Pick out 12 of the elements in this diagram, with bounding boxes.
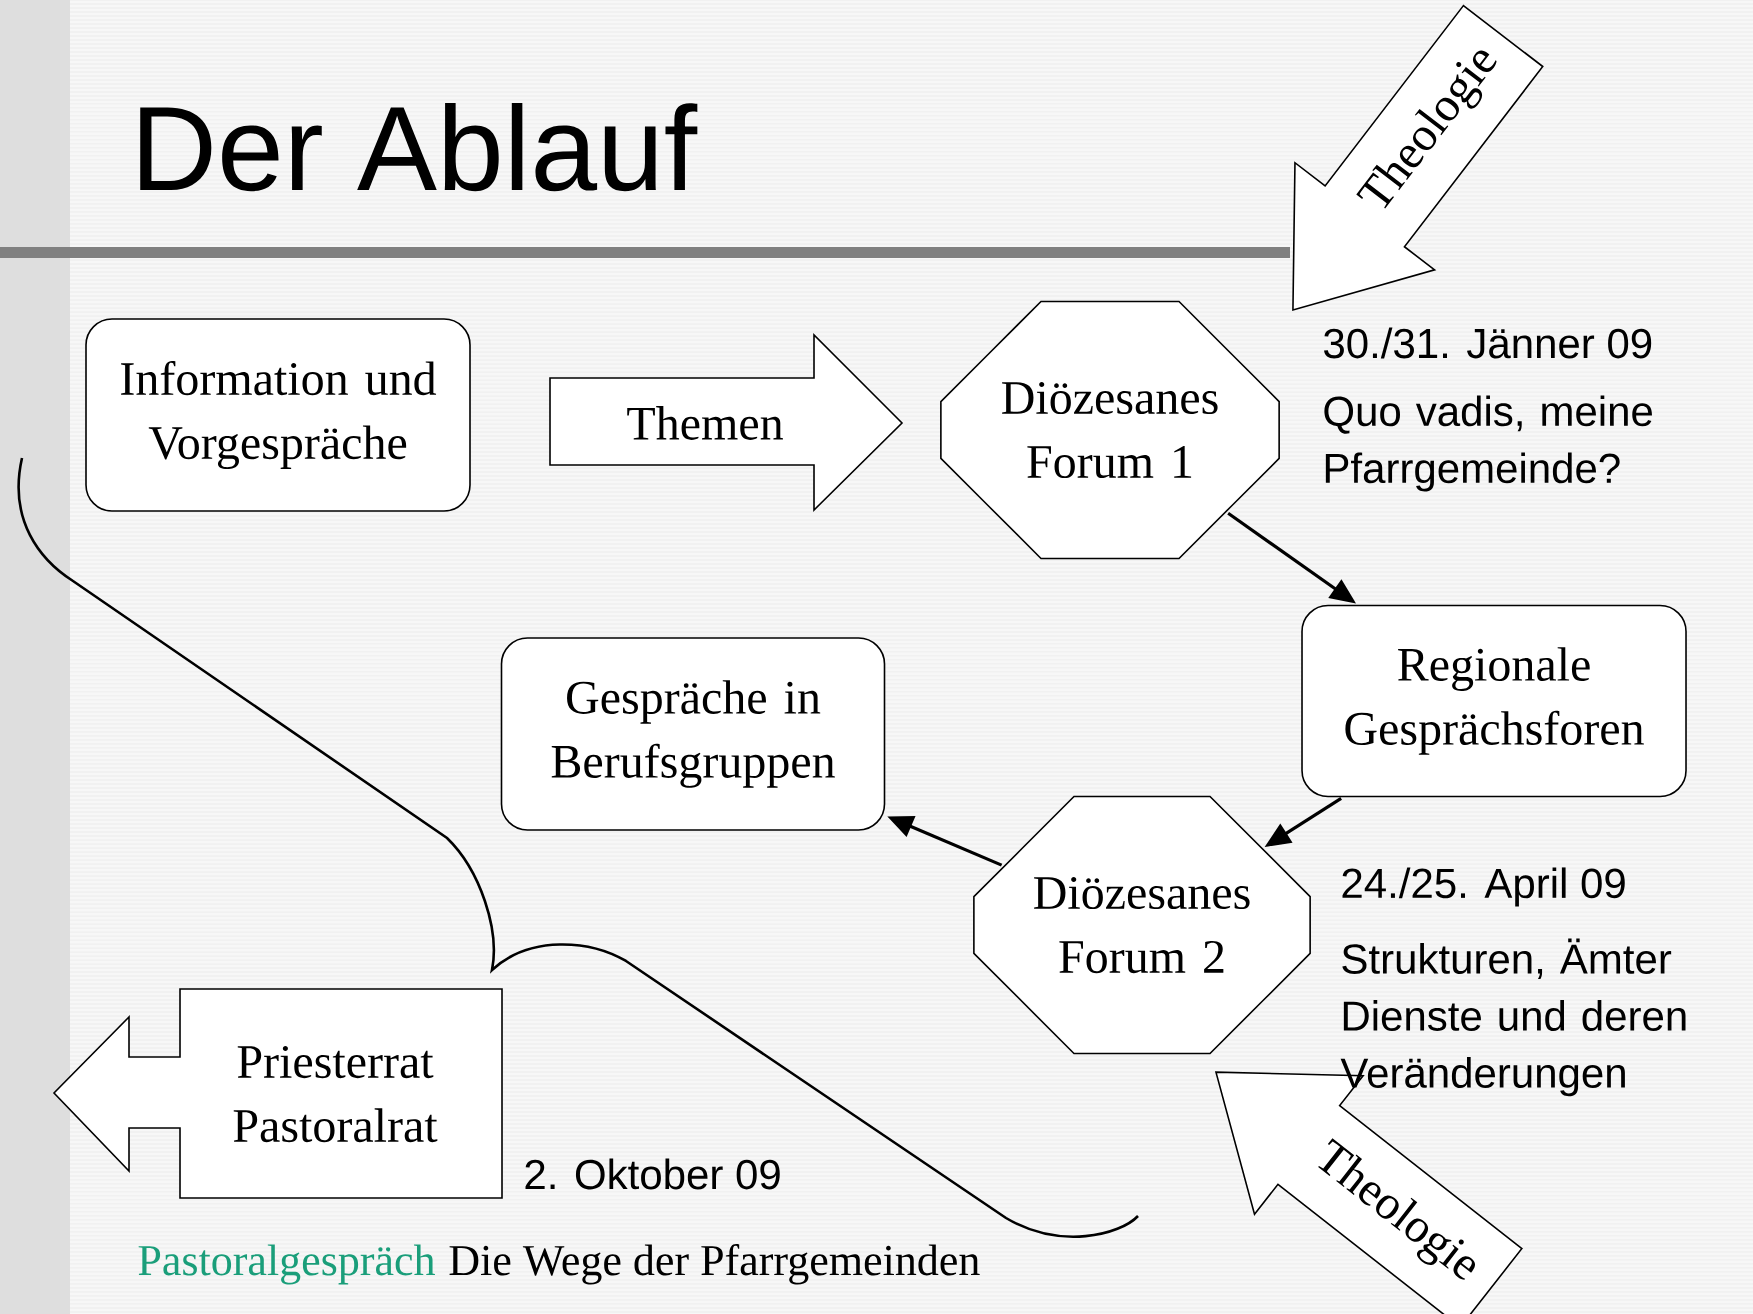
- date-label: 24./25. April 09: [1342, 867, 1625, 907]
- process-box: Regionale Gesprächsforen: [1301, 604, 1687, 798]
- footer-text: Pastoralgespräch: [138, 1244, 435, 1285]
- footer-text: Die Wege der Pfarrgemeinden: [449, 1244, 980, 1285]
- title: Der Ablauf: [140, 103, 698, 192]
- topic-text: Quo vadis, meine Pfarrgemeinde?: [1324, 395, 1652, 492]
- date-label: 30./31. Jänner 09: [1324, 327, 1652, 359]
- octagon: Diözesanes Forum 1: [940, 300, 1280, 560]
- octagon: Diözesanes Forum 2: [973, 795, 1311, 1055]
- process-box: Information und Vorgespräche: [85, 318, 471, 512]
- date-label: 2. Oktober 09: [525, 1158, 780, 1190]
- process-box: Gespräche in Berufsgruppen: [500, 637, 886, 831]
